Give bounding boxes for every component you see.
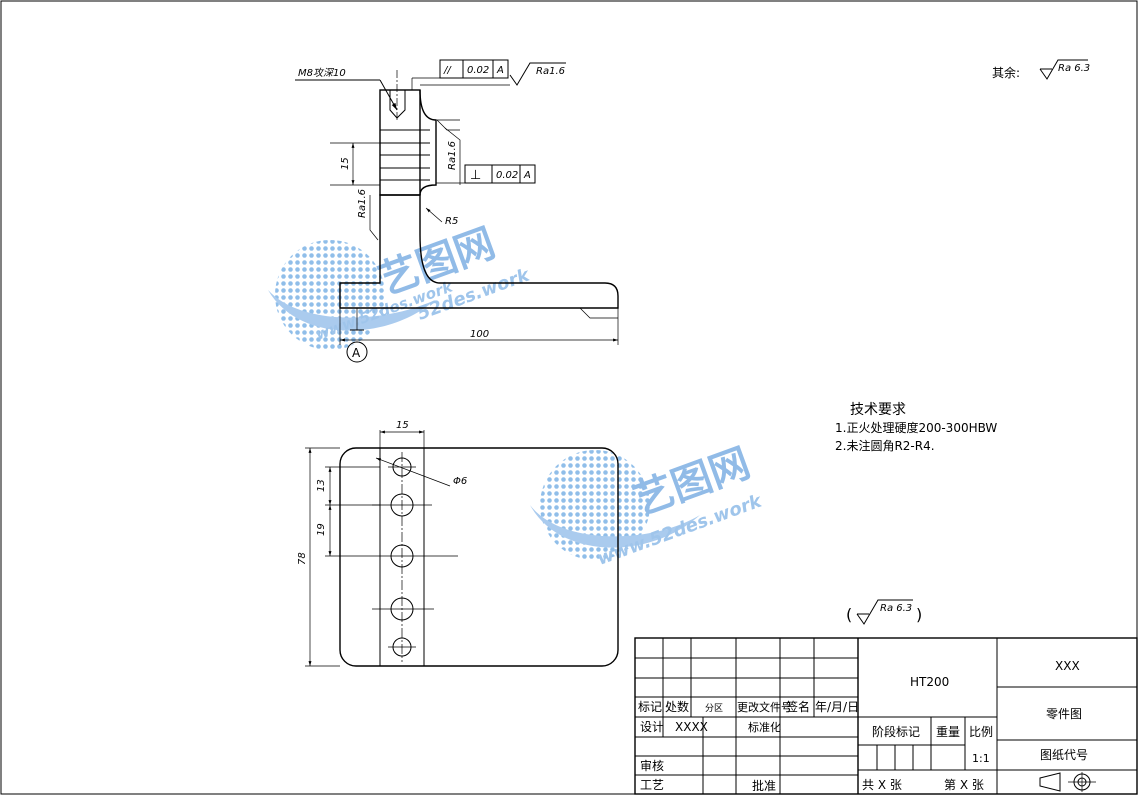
datum-ref-1: A <box>496 65 504 76</box>
rev-header-sign: 签名 <box>786 699 810 714</box>
scale-label: 比例 <box>969 725 993 739</box>
parallelism-symbol: // <box>443 65 452 76</box>
material: HT200 <box>910 675 949 689</box>
tech-req-item-1: 1.正火处理硬度200-300HBW <box>835 420 997 435</box>
stage-label: 阶段标记 <box>872 724 920 739</box>
watermark-logo-2: 艺图网 www.52des.work <box>530 440 765 570</box>
designer-value: XXXX <box>675 720 708 734</box>
tech-requirements: 技术要求 1.正火处理硬度200-300HBW 2.未注圆角R2-R4. <box>835 402 997 453</box>
review-label: 审核 <box>640 758 664 773</box>
dim-19: 19 <box>316 523 327 536</box>
projection-symbol-icon <box>1039 772 1096 792</box>
perpendicularity-frame <box>464 164 536 184</box>
datum-ref-2: A <box>523 170 531 181</box>
title-block: HT200 XXX 零件图 图纸代号 标记 处数 分区 更改文件号 签名 年/月… <box>634 637 1138 795</box>
roughness-symbol-icon <box>509 62 566 86</box>
rev-header-zone: 分区 <box>705 703 723 714</box>
drawing-name: 零件图 <box>1046 707 1082 721</box>
dim-hole: Φ6 <box>453 476 467 487</box>
radius-note: R5 <box>445 216 458 227</box>
drawing-code-label: 图纸代号 <box>1040 748 1088 762</box>
rev-header-doc: 更改文件号 <box>737 700 792 714</box>
dim-15: 15 <box>340 157 351 170</box>
datum-label: A <box>352 346 361 360</box>
scale-value: 1:1 <box>972 752 990 765</box>
designer-label: 设计 <box>640 720 664 734</box>
dim-78: 78 <box>297 552 308 565</box>
paren-roughness-value: Ra 6.3 <box>880 603 912 614</box>
roughness-left: Ra1.6 <box>357 189 368 218</box>
svg-text:): ) <box>916 605 922 624</box>
paren-roughness-note: ( Ra 6.3 ) <box>846 599 922 625</box>
datum-circle <box>346 341 368 363</box>
svg-text:(: ( <box>846 605 852 624</box>
thread-note: M8攻深10 <box>298 67 346 79</box>
rev-header-count: 处数 <box>665 699 689 714</box>
plate-outline <box>339 447 619 667</box>
perpendicularity-symbol: ⊥ <box>470 168 481 183</box>
watermark-logo-1: 艺图网 52des.work www.52des.work <box>268 220 533 350</box>
parallelism-frame <box>439 59 509 79</box>
hole-pattern <box>345 452 458 662</box>
perp-value: 0.02 <box>496 170 518 181</box>
roughness-top: Ra1.6 <box>536 66 565 77</box>
rev-header-mark: 标记 <box>638 700 662 714</box>
standardize-label: 标准化 <box>748 720 781 734</box>
other-roughness-value: Ra 6.3 <box>1058 63 1090 74</box>
tapped-hole <box>389 90 406 119</box>
sheets-total: 共 X 张 <box>862 778 902 792</box>
tech-req-title: 技术要求 <box>850 402 906 418</box>
approve-label: 批准 <box>752 778 776 793</box>
rev-header-date: 年/月/日 <box>815 700 859 714</box>
roughness-symbol-icon <box>856 599 913 625</box>
parallelism-value: 0.02 <box>467 65 489 76</box>
company: XXX <box>1055 659 1080 673</box>
section-view: M8攻深10 // 0.02 A Ra1.6 Ra1.6 ⊥ 0.02 A 15 <box>295 59 619 363</box>
roughness-symbol-icon <box>1039 59 1088 80</box>
dim-width: 15 <box>396 420 409 431</box>
process-label: 工艺 <box>640 778 664 792</box>
dim-13: 13 <box>316 479 327 492</box>
other-roughness-label: 其余: <box>992 65 1020 80</box>
tech-req-item-2: 2.未注圆角R2-R4. <box>835 438 935 453</box>
plan-view: 15 Φ6 13 19 78 <box>297 420 619 667</box>
roughness-side: Ra1.6 <box>447 141 458 170</box>
section-hatch <box>339 194 619 309</box>
sheet-no: 第 X 张 <box>944 778 984 792</box>
other-roughness-note: 其余: Ra 6.3 <box>992 59 1090 80</box>
dim-100: 100 <box>470 329 489 340</box>
weight-label: 重量 <box>936 725 960 739</box>
